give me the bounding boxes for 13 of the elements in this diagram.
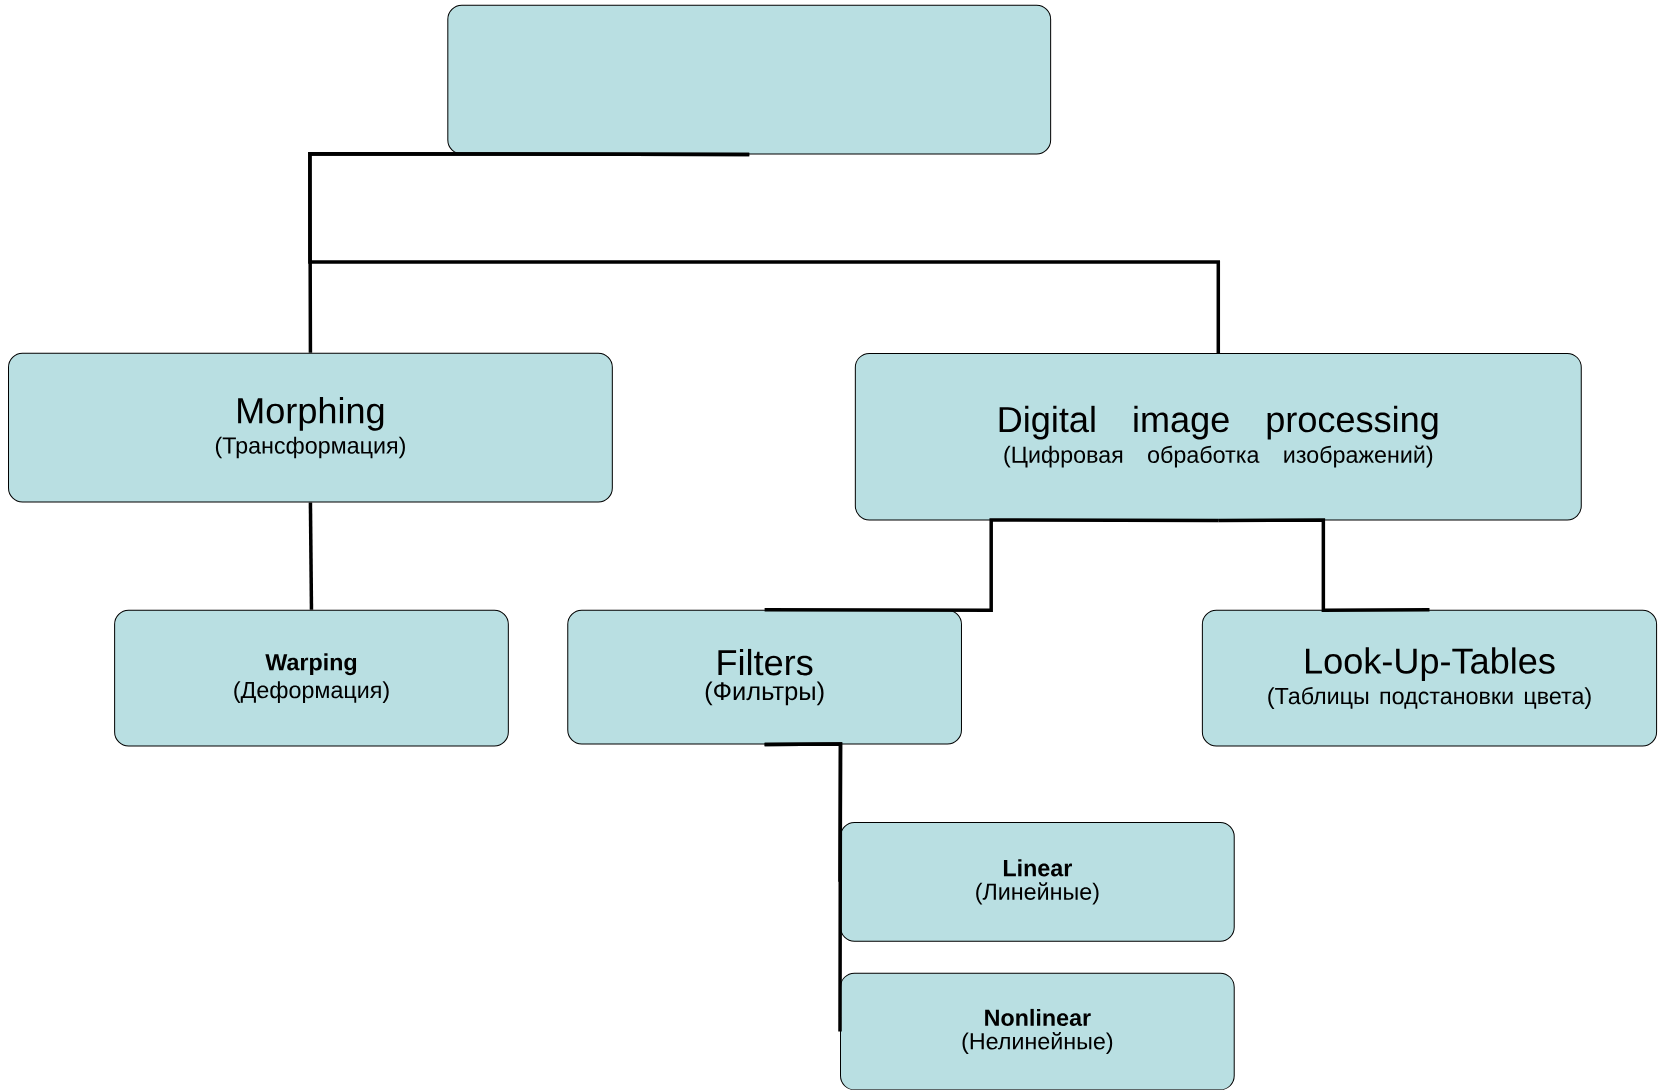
process-box: Digital image processing (Цифровая обработка изображений) (854, 352, 1582, 521)
connector-line (764, 518, 1219, 612)
connector-line (308, 502, 314, 610)
process-box: Filters (Фильтры) (567, 609, 962, 745)
connector-line (764, 742, 843, 1032)
process-box: Look-Up-Tables (Таблицы подстановки цвета) (1201, 609, 1658, 747)
process-box: Warping (Деформация) (114, 609, 509, 747)
process-box: Nonlinear (Нелинейные) (840, 972, 1235, 1090)
process-box: Morphing (Трансформация) (8, 352, 613, 503)
connector-line (308, 152, 1221, 353)
connector-line (1218, 518, 1430, 612)
empty-box (447, 4, 1052, 155)
process-box: Linear (Линейные) (840, 822, 1235, 942)
